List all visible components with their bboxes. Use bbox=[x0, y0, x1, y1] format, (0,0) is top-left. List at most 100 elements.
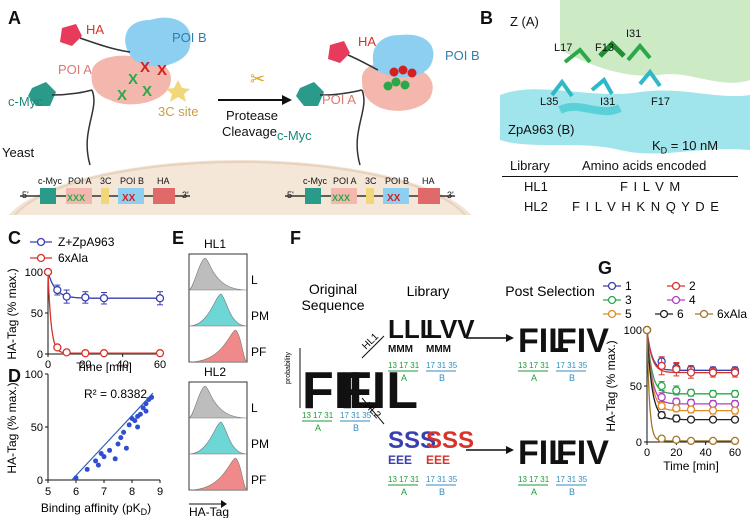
construct-poi-a: POI A bbox=[68, 176, 92, 186]
svg-text:✂: ✂ bbox=[250, 69, 265, 89]
x-axis-label: HA-Tag bbox=[189, 505, 229, 518]
x-tick-label: 40 bbox=[117, 359, 129, 371]
poi-b-label-2: POI B bbox=[445, 48, 480, 63]
positions-a: 13 17 31 bbox=[388, 475, 420, 484]
x-tick-label: 20 bbox=[79, 359, 91, 371]
3c-site-star bbox=[166, 80, 190, 102]
logo-letters: FIL bbox=[518, 322, 569, 360]
data-point bbox=[686, 436, 696, 446]
x-tick-label: 0 bbox=[45, 359, 51, 371]
legend-marker bbox=[671, 281, 681, 291]
segment-a: A bbox=[401, 487, 407, 497]
data-point bbox=[62, 292, 71, 301]
construct-poi-b: POI B bbox=[120, 176, 145, 186]
hl1-arrow bbox=[361, 335, 385, 359]
ha-tag-shape bbox=[60, 24, 82, 46]
selection-arrowhead-2 bbox=[506, 446, 514, 454]
data-point bbox=[99, 349, 109, 358]
cmyc-label-2: c-Myc bbox=[277, 128, 312, 143]
svg-text:XXX: XXX bbox=[332, 193, 350, 203]
gate-label: PM bbox=[251, 437, 269, 451]
five-prime-2: 5' bbox=[287, 190, 294, 200]
histogram-PF bbox=[188, 457, 248, 491]
x-tick-label: 8 bbox=[129, 486, 135, 498]
residue-f17: F17 bbox=[651, 96, 670, 108]
poi-a-label-2: POI A bbox=[322, 92, 356, 107]
residue-f13: F13 bbox=[595, 42, 614, 54]
histogram-title: HL2 bbox=[204, 365, 226, 379]
data-point bbox=[126, 422, 132, 428]
x-tick-label: 0 bbox=[644, 447, 650, 459]
data-point bbox=[672, 404, 681, 413]
data-point bbox=[107, 447, 113, 453]
panel-label-d: D bbox=[8, 366, 21, 386]
data-point bbox=[84, 466, 90, 472]
legend-marker bbox=[659, 309, 669, 319]
data-point bbox=[137, 411, 143, 417]
x-tick-label: 6 bbox=[73, 486, 79, 498]
data-point bbox=[143, 401, 149, 407]
data-point bbox=[43, 267, 53, 277]
y-tick-label: 0 bbox=[37, 349, 43, 361]
x-tick-label: 40 bbox=[700, 447, 712, 459]
y-tick-label: 100 bbox=[624, 325, 642, 337]
data-point bbox=[62, 348, 71, 357]
data-point bbox=[642, 325, 652, 335]
construct-ha: HA bbox=[157, 176, 170, 186]
logo-letters: MMM bbox=[426, 344, 451, 355]
construct2-poi-a: POI A bbox=[333, 176, 357, 186]
data-point bbox=[672, 386, 681, 395]
legend-marker bbox=[36, 237, 46, 247]
data-point bbox=[730, 436, 740, 446]
data-point bbox=[93, 458, 99, 464]
logo-letters: FIV bbox=[556, 434, 609, 472]
positions-a: 13 17 31 bbox=[302, 411, 334, 420]
legend-label: 1 bbox=[625, 279, 632, 293]
poi-a-shape bbox=[91, 55, 171, 105]
panel-a-illustration: X X X X X ✂ XXX XX XXX XX bbox=[8, 17, 472, 215]
data-point bbox=[657, 381, 666, 391]
data-point bbox=[730, 415, 740, 424]
gate-label: L bbox=[251, 273, 258, 287]
y-tick-label: 0 bbox=[37, 475, 43, 487]
logo-letters: EEE bbox=[426, 453, 450, 467]
residue-l17: L17 bbox=[554, 42, 573, 54]
yeast-label: Yeast bbox=[2, 145, 35, 160]
cmyc-tag-shape bbox=[28, 82, 56, 106]
arrow-label-cleavage: Cleavage bbox=[222, 124, 277, 139]
poi-b-label: POI B bbox=[172, 30, 207, 45]
logo-letters: LVV bbox=[426, 314, 475, 344]
data-point bbox=[672, 397, 681, 406]
histogram-PF bbox=[188, 329, 248, 363]
svg-text:X: X bbox=[157, 62, 167, 79]
data-point bbox=[135, 424, 141, 430]
legend-label: 4 bbox=[689, 293, 696, 307]
legend-marker bbox=[36, 253, 46, 263]
data-point bbox=[99, 294, 109, 303]
segment-a: A bbox=[531, 373, 537, 383]
x-tick-label: 9 bbox=[157, 486, 163, 498]
gate-label: PM bbox=[251, 309, 269, 323]
table-cell-hl1: HL1 bbox=[524, 179, 548, 194]
y-axis-label: HA-Tag (% max.) bbox=[604, 340, 618, 431]
data-point bbox=[730, 389, 740, 398]
legend-label: Z+ZpA963 bbox=[58, 235, 115, 249]
legend-label: 5 bbox=[625, 307, 632, 321]
data-point bbox=[708, 368, 718, 377]
original-label-2: Sequence bbox=[301, 297, 364, 313]
segment-b: B bbox=[569, 373, 575, 383]
data-point bbox=[686, 368, 696, 377]
segment-a: A bbox=[401, 373, 407, 383]
data-point bbox=[132, 418, 138, 424]
logo-letters: LLL bbox=[388, 314, 436, 344]
x-axis-label: Time [min] bbox=[663, 459, 719, 473]
x-tick-label: 20 bbox=[670, 447, 682, 459]
table-header-amino-acids: Amino acids encoded bbox=[582, 158, 707, 173]
panel-label-b: B bbox=[480, 8, 493, 28]
library-label: Library bbox=[407, 283, 450, 299]
segment-a: A bbox=[315, 423, 321, 433]
data-point bbox=[81, 293, 90, 302]
table-cell-hl2-aa: F I L V H K N Q Y D E bbox=[572, 199, 720, 214]
y-axis-label: HA-Tag (% max.) bbox=[5, 268, 19, 359]
data-point bbox=[686, 405, 696, 414]
